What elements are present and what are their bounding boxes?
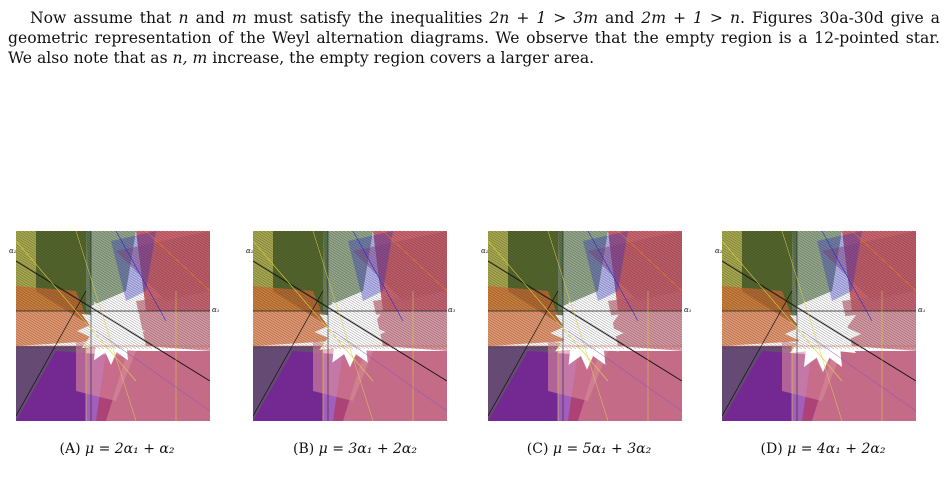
weyl-diagram-svg	[253, 231, 447, 421]
inequality-2: 2m + 1 > n	[641, 9, 741, 27]
hatch-pattern	[16, 231, 210, 349]
text-segment: and	[188, 9, 232, 27]
caption-label: (D)	[760, 441, 783, 457]
wall-line	[382, 231, 447, 292]
inequality-1: 2n + 1 > 3m	[489, 9, 599, 27]
axis-alpha2-line	[488, 260, 682, 382]
weyl-diagram-c	[488, 231, 682, 421]
caption-formula: μ = 5α₁ + 3α₂	[552, 441, 652, 457]
caption-label: (C)	[526, 441, 549, 457]
caption-b: (B) μ = 3α₁ + 2α₂	[245, 441, 465, 457]
caption-c: (C) μ = 5α₁ + 3α₂	[479, 441, 699, 457]
wall-line	[722, 290, 793, 417]
wall-line	[145, 231, 210, 292]
axis-alpha2-line	[722, 260, 916, 382]
wall-line	[115, 231, 167, 322]
caption-label: (A)	[59, 441, 81, 457]
wall-line	[547, 231, 609, 421]
text-segment: 30a-30d give a geometric representation …	[8, 9, 940, 47]
hatch-pattern	[253, 231, 447, 349]
caption-d: (D) μ = 4α₁ + 2α₂	[713, 441, 933, 457]
wall-line	[352, 231, 404, 322]
wall-line	[851, 231, 916, 292]
hatch-pattern	[722, 231, 916, 349]
wall-line	[781, 231, 843, 421]
wall-line	[801, 330, 916, 412]
alpha1-axis-label: α₁	[448, 306, 456, 314]
hatch-pattern	[488, 231, 682, 349]
text-segment: and	[598, 9, 642, 27]
alpha2-axis-label: α₂	[9, 247, 17, 255]
wall-line	[253, 290, 324, 417]
alpha1-axis-label: α₁	[212, 306, 220, 314]
wall-line	[332, 330, 447, 412]
alpha2-axis-label: α₂	[481, 247, 489, 255]
wall-line	[488, 290, 559, 417]
caption-formula: μ = 3α₁ + 2α₂	[318, 441, 417, 457]
body-paragraph: Now assume that n and m must satisfy the…	[8, 8, 940, 68]
math-nm: n, m	[172, 49, 208, 67]
text-segment: increase, the empty region covers a	[207, 49, 496, 67]
region-orange-left	[722, 286, 802, 346]
region-orange-left	[16, 286, 96, 346]
text-segment: must satisfy the inequalities	[246, 9, 490, 27]
wall-line	[617, 231, 682, 292]
weyl-diagram-svg	[488, 231, 682, 421]
empty-star-region	[784, 295, 862, 373]
axis-alpha2-line	[16, 260, 210, 382]
alpha1-axis-label: α₁	[918, 306, 926, 314]
caption-formula: μ = 4α₁ + 2α₂	[787, 441, 886, 457]
axis-alpha2-line	[253, 260, 447, 382]
alpha1-axis-label: α₁	[684, 306, 692, 314]
caption-label: (B)	[293, 441, 315, 457]
text-segment: Now assume that	[30, 9, 179, 27]
wall-line	[16, 290, 87, 417]
alpha2-axis-label: α₂	[246, 247, 254, 255]
region-orange-left	[253, 286, 333, 346]
wall-line	[75, 231, 137, 421]
weyl-diagram-svg	[16, 231, 210, 421]
weyl-diagram-b	[253, 231, 447, 421]
weyl-diagram-d	[722, 231, 916, 421]
text-segment: . Figures	[740, 9, 813, 27]
weyl-diagram-a	[16, 231, 210, 421]
wall-line	[95, 330, 210, 412]
caption-a: (A) μ = 2α₁ + α₂	[7, 441, 227, 457]
wall-line	[567, 330, 682, 412]
text-segment: empty region is a 12-pointed star. We al…	[8, 29, 940, 67]
math-n: n	[178, 9, 189, 27]
caption-formula: μ = 2α₁ + α₂	[85, 441, 175, 457]
text-segment: larger area.	[500, 49, 595, 67]
math-m: m	[231, 9, 247, 27]
wall-line	[587, 231, 639, 322]
weyl-diagram-svg	[722, 231, 916, 421]
wall-line	[312, 231, 374, 421]
alpha2-axis-label: α₂	[715, 247, 723, 255]
wall-line	[821, 231, 873, 322]
empty-star-region	[550, 296, 624, 370]
region-orange-left	[488, 286, 568, 346]
